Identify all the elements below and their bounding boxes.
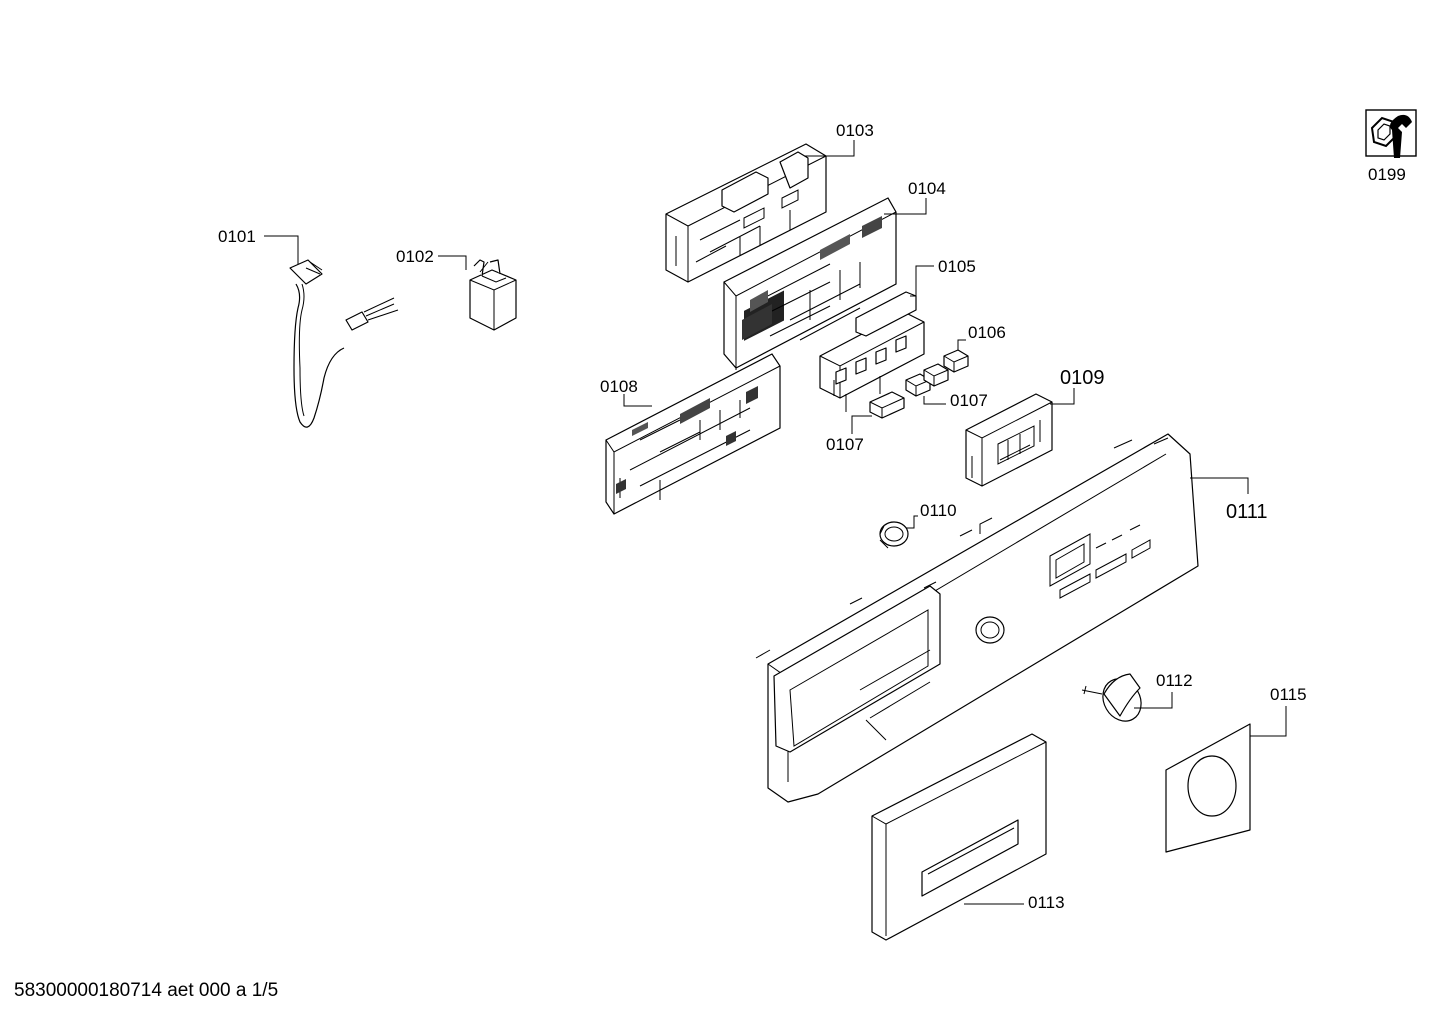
leader-0108 <box>623 394 652 407</box>
label-0115: 0115 <box>1270 685 1307 704</box>
label-0107a: 0107 <box>950 391 988 410</box>
label-0103: 0103 <box>836 121 874 140</box>
part-0101-power-cord[interactable] <box>289 259 399 428</box>
label-0108: 0108 <box>600 377 638 396</box>
part-0110-knob-ring[interactable] <box>879 521 909 549</box>
label-0111: 0111 <box>1226 501 1268 523</box>
leader-0102 <box>438 255 467 270</box>
label-0113: 0113 <box>1028 893 1065 912</box>
leader-0111 <box>1190 477 1249 494</box>
label-0109: 0109 <box>1060 367 1105 389</box>
part-0111-control-panel[interactable] <box>755 433 1199 803</box>
label-0107b: 0107 <box>826 435 864 454</box>
leader-0109 <box>1050 388 1075 405</box>
part-0108-display-module[interactable] <box>605 353 781 515</box>
part-0115-fascia-decal[interactable] <box>1165 723 1251 853</box>
leader-0115 <box>1250 706 1287 737</box>
part-0104-control-module[interactable] <box>723 197 897 370</box>
label-0106: 0106 <box>968 323 1006 342</box>
label-0112: 0112 <box>1156 671 1193 690</box>
label-0199: 0199 <box>1368 165 1406 184</box>
leader-0105 <box>910 265 934 297</box>
leader-0103 <box>804 140 855 157</box>
label-0105: 0105 <box>938 257 976 276</box>
part-0109-display-holder[interactable] <box>965 393 1053 487</box>
part-0107-button-b[interactable] <box>869 391 905 419</box>
part-0102-interference-filter[interactable] <box>469 259 517 331</box>
label-0101: 0101 <box>218 227 256 246</box>
document-footer: 58300000180714 aet 000 a 1/5 <box>14 980 279 1001</box>
part-0103-module-holder[interactable] <box>665 143 827 283</box>
leader-0107a <box>923 396 946 405</box>
leader-0112 <box>1134 692 1173 709</box>
leader-0104 <box>884 198 927 215</box>
leader-0106 <box>957 339 966 350</box>
wrench-bolt-icon[interactable] <box>1365 109 1417 158</box>
part-0113-dispenser-handle[interactable] <box>871 733 1047 941</box>
leader-0101 <box>264 235 299 264</box>
part-0112-program-knob[interactable] <box>1081 672 1149 728</box>
part-0106-button[interactable] <box>943 349 969 373</box>
label-0102: 0102 <box>396 247 434 266</box>
part-0107-button-a[interactable] <box>905 363 949 397</box>
label-0104: 0104 <box>908 179 946 198</box>
part-0105-button-carrier[interactable] <box>819 291 925 412</box>
leader-0107b <box>851 415 872 434</box>
label-0110: 0110 <box>920 501 957 520</box>
leader-0110 <box>906 515 918 529</box>
